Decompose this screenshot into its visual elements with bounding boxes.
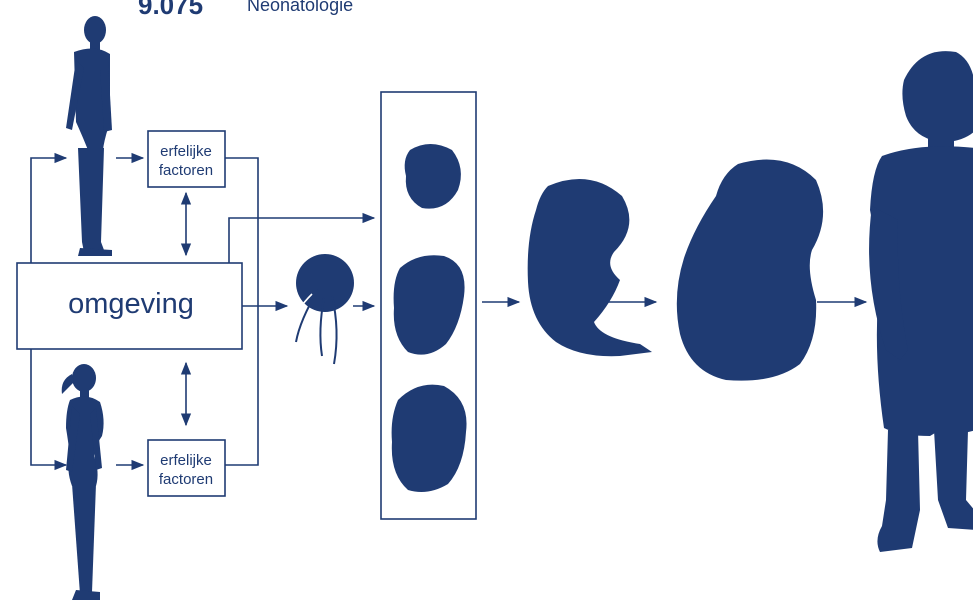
factors-bottom-line1: erfelijke (160, 452, 212, 469)
egg-cell (290, 254, 354, 364)
arrow-env-to-male (31, 158, 66, 263)
arrow-env-to-embryos (229, 218, 374, 263)
early-fetus (528, 179, 652, 356)
factors-top-line1: erfelijke (160, 143, 212, 160)
late-fetus (677, 160, 823, 381)
female-figure (62, 364, 104, 600)
factors-top-line2: factoren (159, 162, 213, 179)
section-number: 9.075 (138, 0, 203, 20)
environment-label: omgeving (68, 288, 194, 320)
child-figure (869, 51, 973, 552)
factors-bottom-line2: factoren (159, 471, 213, 488)
section-title: Neonatologie (247, 0, 353, 15)
male-figure (66, 16, 112, 256)
arrow-env-to-female (31, 349, 66, 465)
